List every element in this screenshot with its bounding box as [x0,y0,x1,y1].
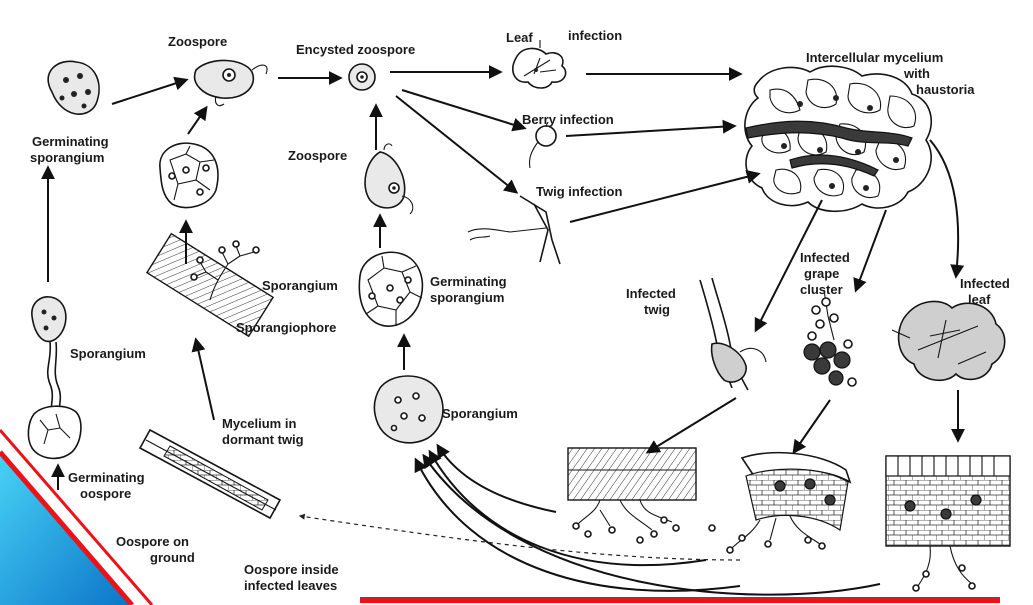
intercellular-mycelium-drawing [745,66,931,211]
label-infected-leaf-1: Infected [960,276,1010,291]
label-encysted-zoospore: Encysted zoospore [296,42,415,57]
label-mycelium-dormant-1: Mycelium in [222,416,296,431]
label-germinating-sporangium-left-1: Germinating [32,134,109,149]
label-germinating-sporangium-mid-2: sporangium [430,290,504,305]
label-infected-twig-1: Infected [626,286,676,301]
sporangium-left-drawing [32,297,66,420]
label-infected-grape-1: Infected [800,250,850,265]
label-leaf: Leaf [506,30,533,45]
label-zoospore-top: Zoospore [168,34,227,49]
leaf-infection-drawing [513,40,566,88]
twig-tissue-section-drawing [568,448,696,543]
label-germinating-sporangium-mid-1: Germinating [430,274,507,289]
label-oospore-leaves-1: Oospore inside [244,562,339,577]
label-intercellular-haustoria: haustoria [916,82,975,97]
label-infected-grape-3: cluster [800,282,843,297]
label-oospore-ground-1: Oospore on [116,534,189,549]
slide-corner-decoration [0,430,1000,605]
label-leaf-infection: infection [568,28,622,43]
infected-grape-cluster-drawing [804,290,856,386]
germinating-sporangium-mid-drawing [359,252,422,326]
label-oospore-ground-2: ground [150,550,195,565]
infected-twig-drawing [700,278,766,390]
label-infected-twig-2: twig [644,302,670,317]
infected-leaf-drawing [892,301,1005,380]
label-germinating-oospore-2: oospore [80,486,131,501]
leaf-tissue-section-drawing [886,456,1010,591]
label-zoospore-mid: Zoospore [288,148,347,163]
berry-tissue-section-drawing [709,453,850,553]
label-sporangiophore: Sporangiophore [236,320,336,335]
label-germinating-sporangium-left-2: sporangium [30,150,104,165]
zoospore-top-drawing [195,60,267,105]
label-sporangium-center: Sporangium [442,406,518,421]
label-berry-infection: Berry infection [522,112,614,127]
encysted-zoospore-drawing [349,64,375,90]
label-twig-infection: Twig infection [536,184,622,199]
zoospore-mid-drawing [365,144,413,214]
label-infected-leaf-2: leaf [968,292,991,307]
berry-infection-drawing [529,122,556,168]
label-intercellular-mycelium: Intercellular mycelium [806,50,943,65]
label-oospore-leaves-2: infected leaves [244,578,337,593]
label-sporangium-branch: Sporangium [262,278,338,293]
twig-infection-drawing [468,196,560,264]
label-germinating-oospore-1: Germinating [68,470,145,485]
label-intercellular-with: with [903,66,930,81]
sporangium-cells-upper-drawing [160,143,218,207]
label-mycelium-dormant-2: dormant twig [222,432,304,447]
germinating-sporangium-left-drawing [48,61,99,114]
label-sporangium-left: Sporangium [70,346,146,361]
label-infected-grape-2: grape [804,266,839,281]
sporangium-center-drawing [374,376,443,443]
germinating-oospore-drawing [28,406,81,458]
